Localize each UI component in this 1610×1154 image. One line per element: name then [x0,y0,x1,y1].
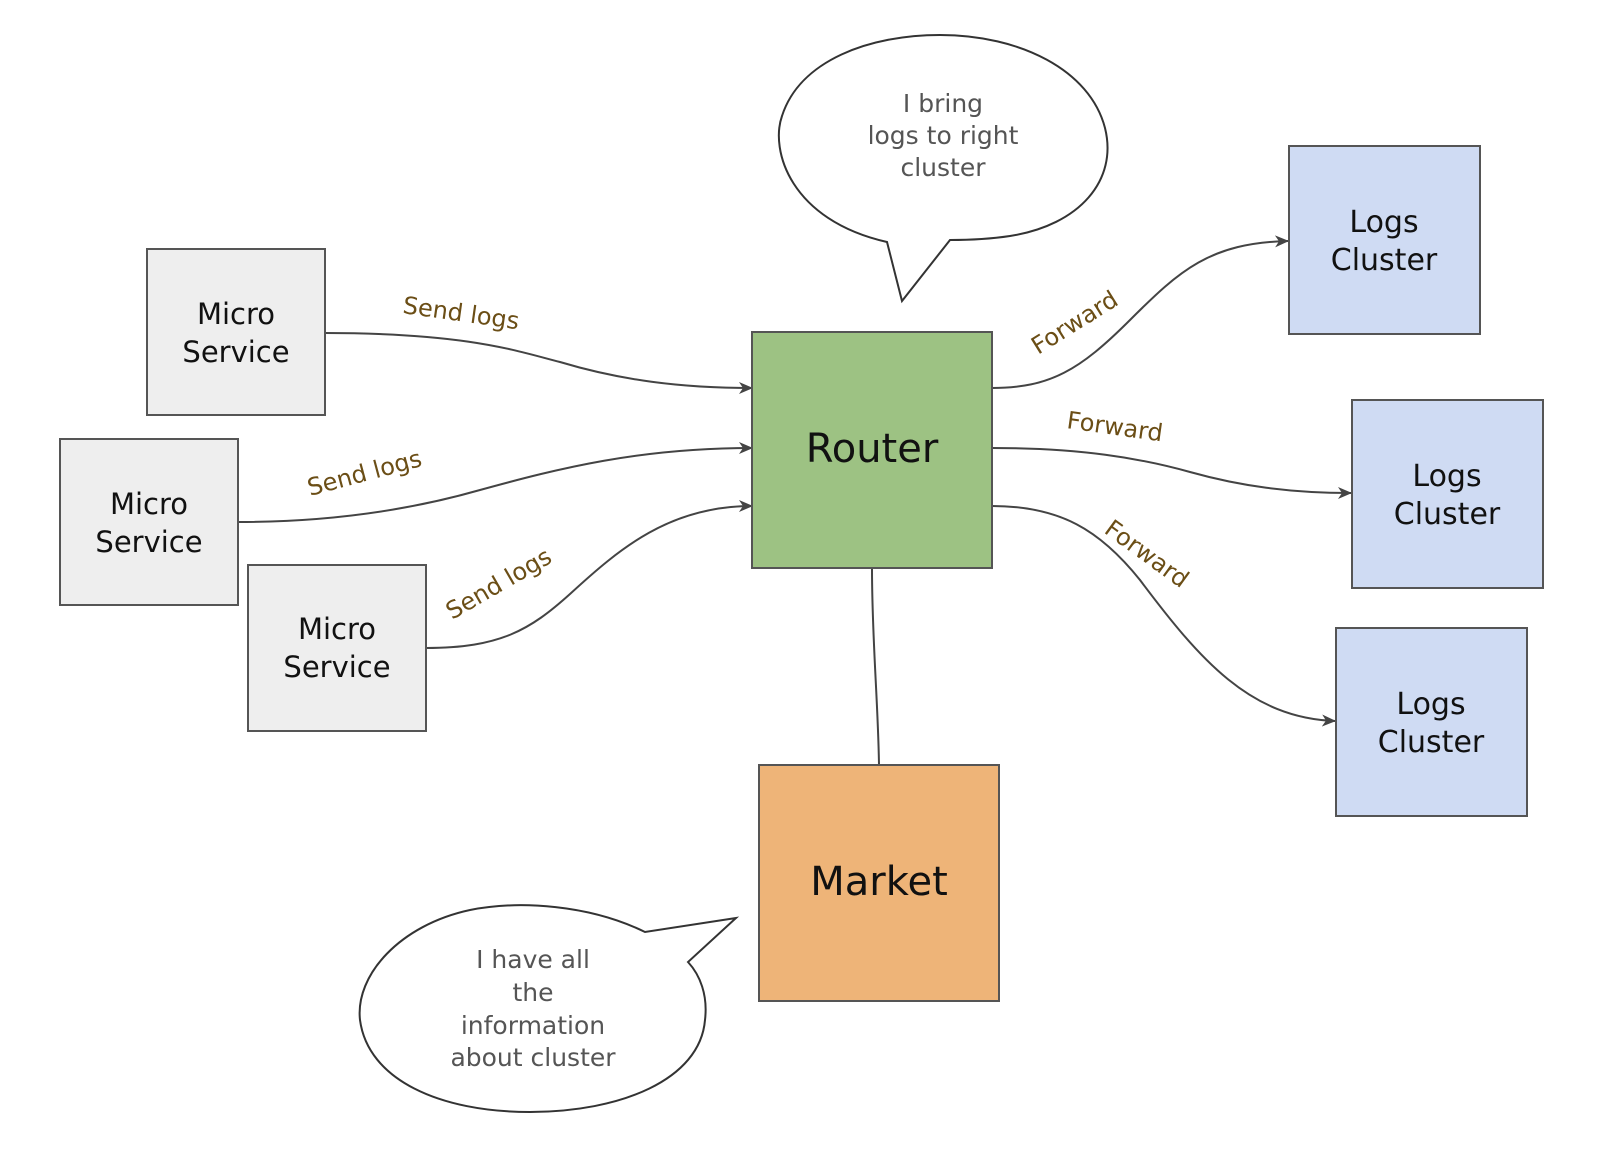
edge-label-forward-1: Forward [1026,285,1123,360]
logs-cluster-box-1: Logs Cluster [1288,145,1481,335]
micro-service-1-label-line-2: Service [182,335,289,369]
market-speech-bubble: I have all the information about cluster [358,904,740,1114]
edge-label-forward-2: Forward [1065,406,1164,447]
edge-micro-service-1-to-router [324,332,753,394]
logs-cluster-3-label-line-2: Cluster [1378,725,1485,760]
logs-cluster-1-label-line-2: Cluster [1331,243,1438,278]
logs-cluster-1-label-line-1: Logs [1349,205,1418,240]
edge-micro-service-2-to-router [237,442,753,523]
router-note-line-1: I bring [903,89,983,118]
micro-service-2-label-line-1: Micro [110,487,188,521]
edge-label-send-logs-2: Send logs [304,444,424,501]
edge-router-to-logs-cluster-3 [991,505,1336,727]
logs-cluster-2-label-line-2: Cluster [1394,497,1501,532]
edge-label-forward-3: Forward [1099,514,1194,593]
micro-service-3-label-line-1: Micro [298,612,376,646]
market-note-line-1: I have all [476,945,590,974]
logs-cluster-box-2: Logs Cluster [1351,399,1544,589]
micro-service-2-label-line-2: Service [95,525,202,559]
edge-router-to-logs-cluster-2 [991,447,1352,499]
edge-micro-service-3-to-router [425,500,753,649]
edge-label-send-logs-3: Send logs [441,542,556,625]
edge-router-to-market [871,568,880,766]
market-label: Market [810,859,948,905]
edge-label-send-logs-1: Send logs [401,291,521,335]
router-speech-bubble: I bring logs to right cluster [778,33,1109,304]
market-note-line-4: about cluster [450,1043,616,1072]
logs-cluster-3-label-line-1: Logs [1396,687,1465,722]
micro-service-1-label-line-1: Micro [197,297,275,331]
micro-service-box-2: Micro Service [59,438,239,606]
market-note-line-2: the [512,978,553,1007]
market-box: Market [758,764,1000,1002]
micro-service-3-label-line-2: Service [283,650,390,684]
router-box: Router [751,331,993,569]
logs-cluster-box-3: Logs Cluster [1335,627,1528,817]
edge-router-to-logs-cluster-1 [991,235,1289,389]
router-label: Router [806,426,939,472]
logs-cluster-2-label-line-1: Logs [1412,459,1481,494]
micro-service-box-3: Micro Service [247,564,427,732]
market-note-line-3: information [461,1011,605,1040]
micro-service-box-1: Micro Service [146,248,326,416]
router-note-line-3: cluster [900,153,986,182]
router-note-line-2: logs to right [868,121,1019,150]
